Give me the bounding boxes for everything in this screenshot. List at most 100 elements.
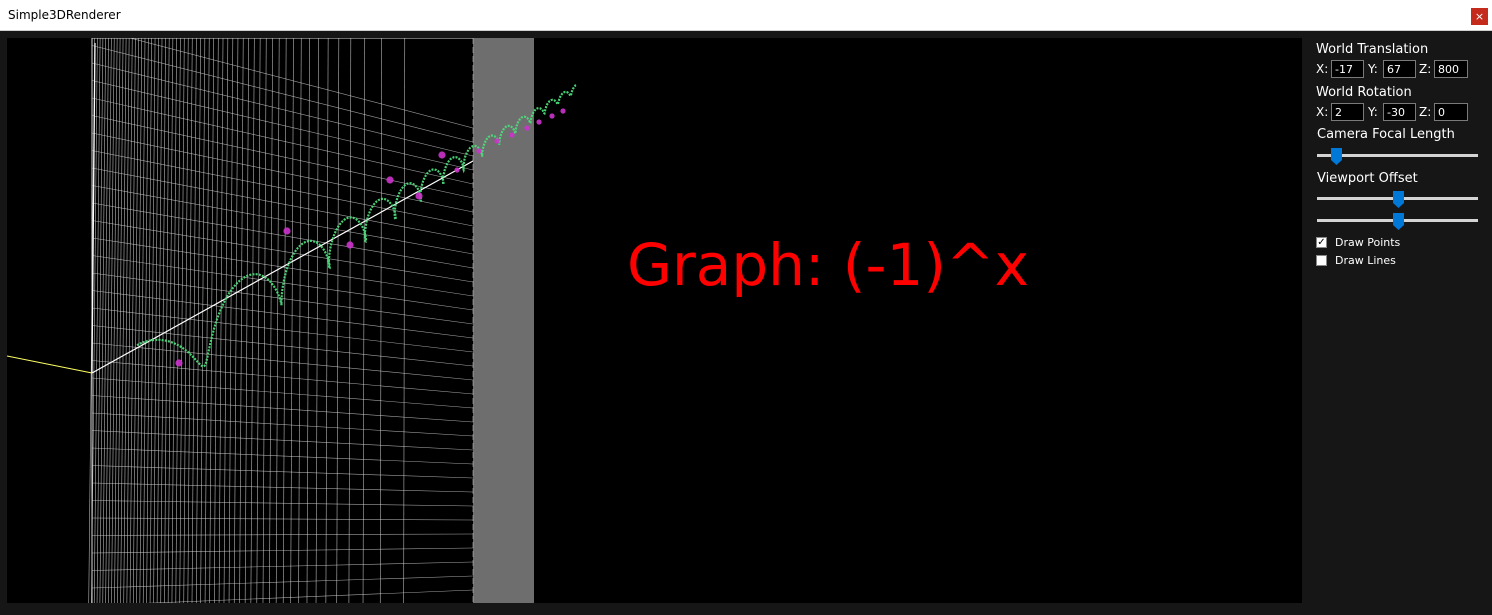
slider-thumb[interactable]: [1392, 191, 1404, 208]
grid-vertical-line: [282, 38, 287, 603]
grid-vertical-line: [403, 38, 406, 603]
grid-vertical-line: [117, 38, 124, 603]
grid-vertical-line: [167, 38, 174, 603]
grid-vertical-line: [146, 38, 152, 603]
translation-x-input[interactable]: [1331, 60, 1364, 78]
grid-horizontal-line: [91, 561, 474, 571]
grid-horizontal-line: [91, 97, 474, 185]
grid-horizontal-line: [91, 395, 474, 423]
translation-y-input[interactable]: [1383, 60, 1416, 78]
grid-vertical-line: [269, 38, 273, 603]
grid-vertical-line: [233, 38, 239, 603]
grid-vertical-line: [218, 38, 224, 603]
grid-horizontal-line: [91, 132, 474, 213]
grid-vertical-line: [111, 38, 118, 603]
y-axis-line: [91, 42, 96, 374]
grid-horizontal-line: [91, 202, 474, 269]
sample-point: [509, 132, 515, 138]
close-button[interactable]: ×: [1471, 8, 1488, 25]
grid-vertical-line: [171, 38, 177, 603]
title-bar: Simple3DRenderer ×: [0, 0, 1492, 31]
rotation-y-input[interactable]: [1383, 103, 1416, 121]
rotation-z-label: Z:: [1419, 105, 1432, 119]
grid-vertical-line: [102, 38, 109, 603]
grid-vertical-line: [290, 38, 294, 603]
grid-vertical-line: [156, 38, 163, 603]
grid-horizontal-line: [91, 150, 474, 227]
grid-vertical-line: [126, 38, 133, 603]
grid-vertical-line: [239, 38, 244, 603]
rotation-z-input[interactable]: [1434, 103, 1468, 121]
grid-vertical-line: [325, 38, 329, 603]
scene-canvas: [7, 38, 578, 603]
grid-horizontal-line: [91, 533, 474, 536]
rotation-x-label: X:: [1316, 105, 1329, 119]
grid-horizontal-line: [91, 482, 474, 493]
grid-vertical-line: [315, 38, 319, 603]
sample-point: [549, 113, 555, 119]
grid-vertical-line: [99, 38, 106, 603]
grid-horizontal-line: [91, 517, 474, 521]
grid-vertical-line: [108, 38, 115, 603]
grid-vertical-line: [93, 38, 101, 603]
grid-vertical-line: [256, 38, 261, 603]
sample-point: [494, 138, 500, 144]
grid-vertical-line: [223, 38, 229, 603]
grid-horizontal-line: [91, 465, 474, 479]
graph-label: Graph: (-1)^x: [627, 231, 1029, 299]
sample-point: [476, 148, 482, 154]
translation-z-input[interactable]: [1434, 60, 1468, 78]
grid-vertical-line: [209, 38, 215, 603]
grid-horizontal-line: [91, 220, 474, 283]
sample-point: [415, 192, 423, 200]
grid-vertical-line: [91, 38, 98, 603]
function-curve: [136, 83, 578, 368]
translation-x-label: X:: [1316, 62, 1329, 76]
grid-vertical-line: [187, 38, 193, 603]
draw-points-check-box[interactable]: ✓: [1316, 237, 1327, 248]
grid-horizontal-line: [128, 38, 474, 129]
grid-horizontal-line: [91, 342, 474, 381]
draw-lines-check-box[interactable]: [1316, 255, 1327, 266]
sample-point: [386, 176, 394, 184]
slider-track: [1317, 154, 1478, 157]
sample-point: [283, 227, 291, 235]
grid-vertical-line: [123, 38, 130, 603]
viewport-offset-label: Viewport Offset: [1317, 171, 1418, 186]
sample-point: [524, 125, 530, 131]
grid-horizontal-line: [91, 167, 474, 241]
grid-vertical-line: [142, 38, 149, 603]
grid-horizontal-line: [91, 430, 474, 451]
translation-z-label: Z:: [1419, 62, 1432, 76]
sample-point: [346, 241, 354, 249]
world-rotation-label: World Rotation: [1316, 85, 1412, 100]
viewport-offset-y-slider[interactable]: [1317, 213, 1478, 230]
grid-vertical-line: [105, 38, 112, 603]
grid-vertical-line: [96, 38, 104, 603]
slider-thumb[interactable]: [1392, 213, 1404, 230]
window-title: Simple3DRenderer: [8, 8, 121, 22]
grid-horizontal-line: [91, 325, 474, 367]
focal-length-label: Camera Focal Length: [1317, 127, 1455, 142]
x-axis-line: [91, 160, 474, 374]
grid-horizontal-line: [91, 115, 474, 199]
grid-horizontal-line: [91, 500, 474, 507]
focal-length-slider[interactable]: [1317, 148, 1478, 165]
viewport-offset-x-slider[interactable]: [1317, 191, 1478, 208]
sample-point: [438, 151, 446, 159]
rotation-x-input[interactable]: [1331, 103, 1364, 121]
translation-y-label: Y:: [1368, 62, 1378, 76]
grid-vertical-line: [228, 38, 234, 603]
grid-vertical-line: [160, 38, 166, 603]
draw-points-label: Draw Points: [1335, 236, 1401, 249]
world-translation-label: World Translation: [1316, 42, 1429, 57]
grid-vertical-line: [132, 38, 139, 603]
render-viewport[interactable]: Graph: (-1)^x: [7, 38, 1302, 603]
grid-vertical-line: [244, 38, 249, 603]
grid-vertical-line: [191, 38, 197, 603]
grid-vertical-line: [120, 38, 127, 603]
slider-thumb[interactable]: [1331, 148, 1343, 165]
grid-vertical-line: [298, 38, 302, 603]
grid-vertical-line: [362, 38, 366, 603]
grid-horizontal-line: [146, 589, 474, 603]
